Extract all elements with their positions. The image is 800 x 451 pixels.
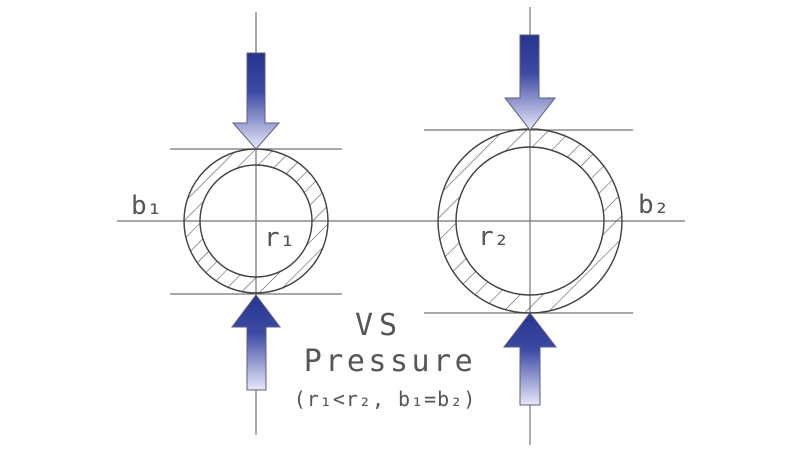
right-radius-label: r₂	[478, 222, 509, 252]
caption-vs: VS	[355, 308, 403, 343]
pressure-arrows	[231, 34, 558, 406]
dimension-labels: b₁ r₁ r₂ b₂	[131, 190, 669, 253]
left-tube-inner-circle	[199, 164, 313, 278]
bottom-left-pressure-arrow	[231, 294, 281, 391]
right-wall-thickness-label: b₂	[638, 190, 669, 220]
left-radius-label: r₁	[264, 223, 295, 253]
caption-pressure: Pressure	[304, 344, 477, 379]
top-right-pressure-arrow	[503, 34, 557, 131]
caption-condition: (r₁<r₂, b₁=b₂)	[294, 387, 477, 411]
right-tube-inner-circle	[455, 146, 605, 296]
bottom-right-pressure-arrow	[502, 312, 558, 406]
top-left-pressure-arrow	[231, 52, 281, 150]
construction-lines	[117, 7, 685, 445]
left-wall-thickness-label: b₁	[131, 191, 162, 221]
caption-block: VS Pressure (r₁<r₂, b₁=b₂)	[294, 308, 477, 411]
